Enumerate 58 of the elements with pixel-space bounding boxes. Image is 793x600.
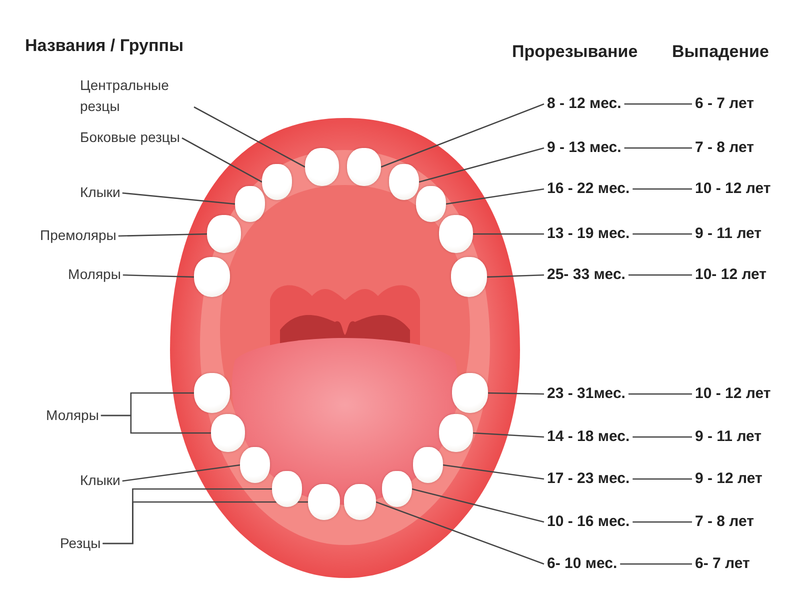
tooth-group-label: Резцы [58,533,103,554]
leader-line [472,432,544,438]
leader-line [380,103,544,168]
leader-line [376,501,544,565]
age-range: 7 - 8 лет [692,513,758,531]
connector-line [632,478,692,480]
connector-line [624,103,692,105]
age-range: 25- 33 мес. [544,266,628,284]
leader-line [194,106,306,168]
leader-line [182,137,262,183]
column-heading: Названия / Группы [25,36,184,56]
age-range: 10 - 12 лет [692,385,774,403]
column-heading: Прорезывание [512,42,638,62]
tooth-group-label: Моляры [44,405,101,426]
age-range: 6- 7 лет [692,555,753,573]
age-range: 9 - 11 лет [692,225,765,243]
age-range: 10 - 16 мес. [544,513,633,531]
leader-line [122,274,194,278]
leader-line [122,464,240,482]
age-range: 17 - 23 мес. [544,470,633,488]
connector-line [632,233,692,235]
age-range: 6 - 7 лет [692,95,758,113]
age-range: 9 - 13 мес. [544,139,624,157]
leader-line [473,233,544,235]
leader-line [418,147,544,183]
leader-line [412,488,544,523]
age-range: 9 - 12 лет [692,470,766,488]
leader-line [446,188,544,205]
connector-line [632,521,692,523]
age-range: 7 - 8 лет [692,139,758,157]
leader-line [486,274,544,278]
connector-line [632,188,692,190]
leader-line [122,192,236,205]
connector-line [620,563,692,565]
age-range: 10 - 12 лет [692,180,774,198]
connector-line [628,393,692,395]
tooth-group-label: Премоляры [38,225,118,246]
connector-line [624,147,692,149]
tooth-group-label: Клыки [78,182,122,203]
tooth-group-label: Боковые резцы [78,127,182,148]
age-range: 16 - 22 мес. [544,180,633,198]
connector-line [632,436,692,438]
age-range: 23 - 31мес. [544,385,628,403]
leader-line [100,414,211,434]
tooth-group-label: Центральные резцы [78,75,194,117]
column-heading: Выпадение [672,42,769,62]
connector-line [628,274,692,276]
leader-line [488,392,544,395]
age-range: 6- 10 мес. [544,555,620,573]
age-range: 14 - 18 мес. [544,428,633,446]
tooth-group-label: Клыки [78,470,122,491]
age-range: 10- 12 лет [692,266,770,284]
tooth-group-label: Моляры [66,264,123,285]
age-range: 13 - 19 мес. [544,225,633,243]
age-range: 9 - 11 лет [692,428,765,446]
age-range: 8 - 12 мес. [544,95,624,113]
leader-line [118,233,208,237]
leader-line [442,464,544,480]
